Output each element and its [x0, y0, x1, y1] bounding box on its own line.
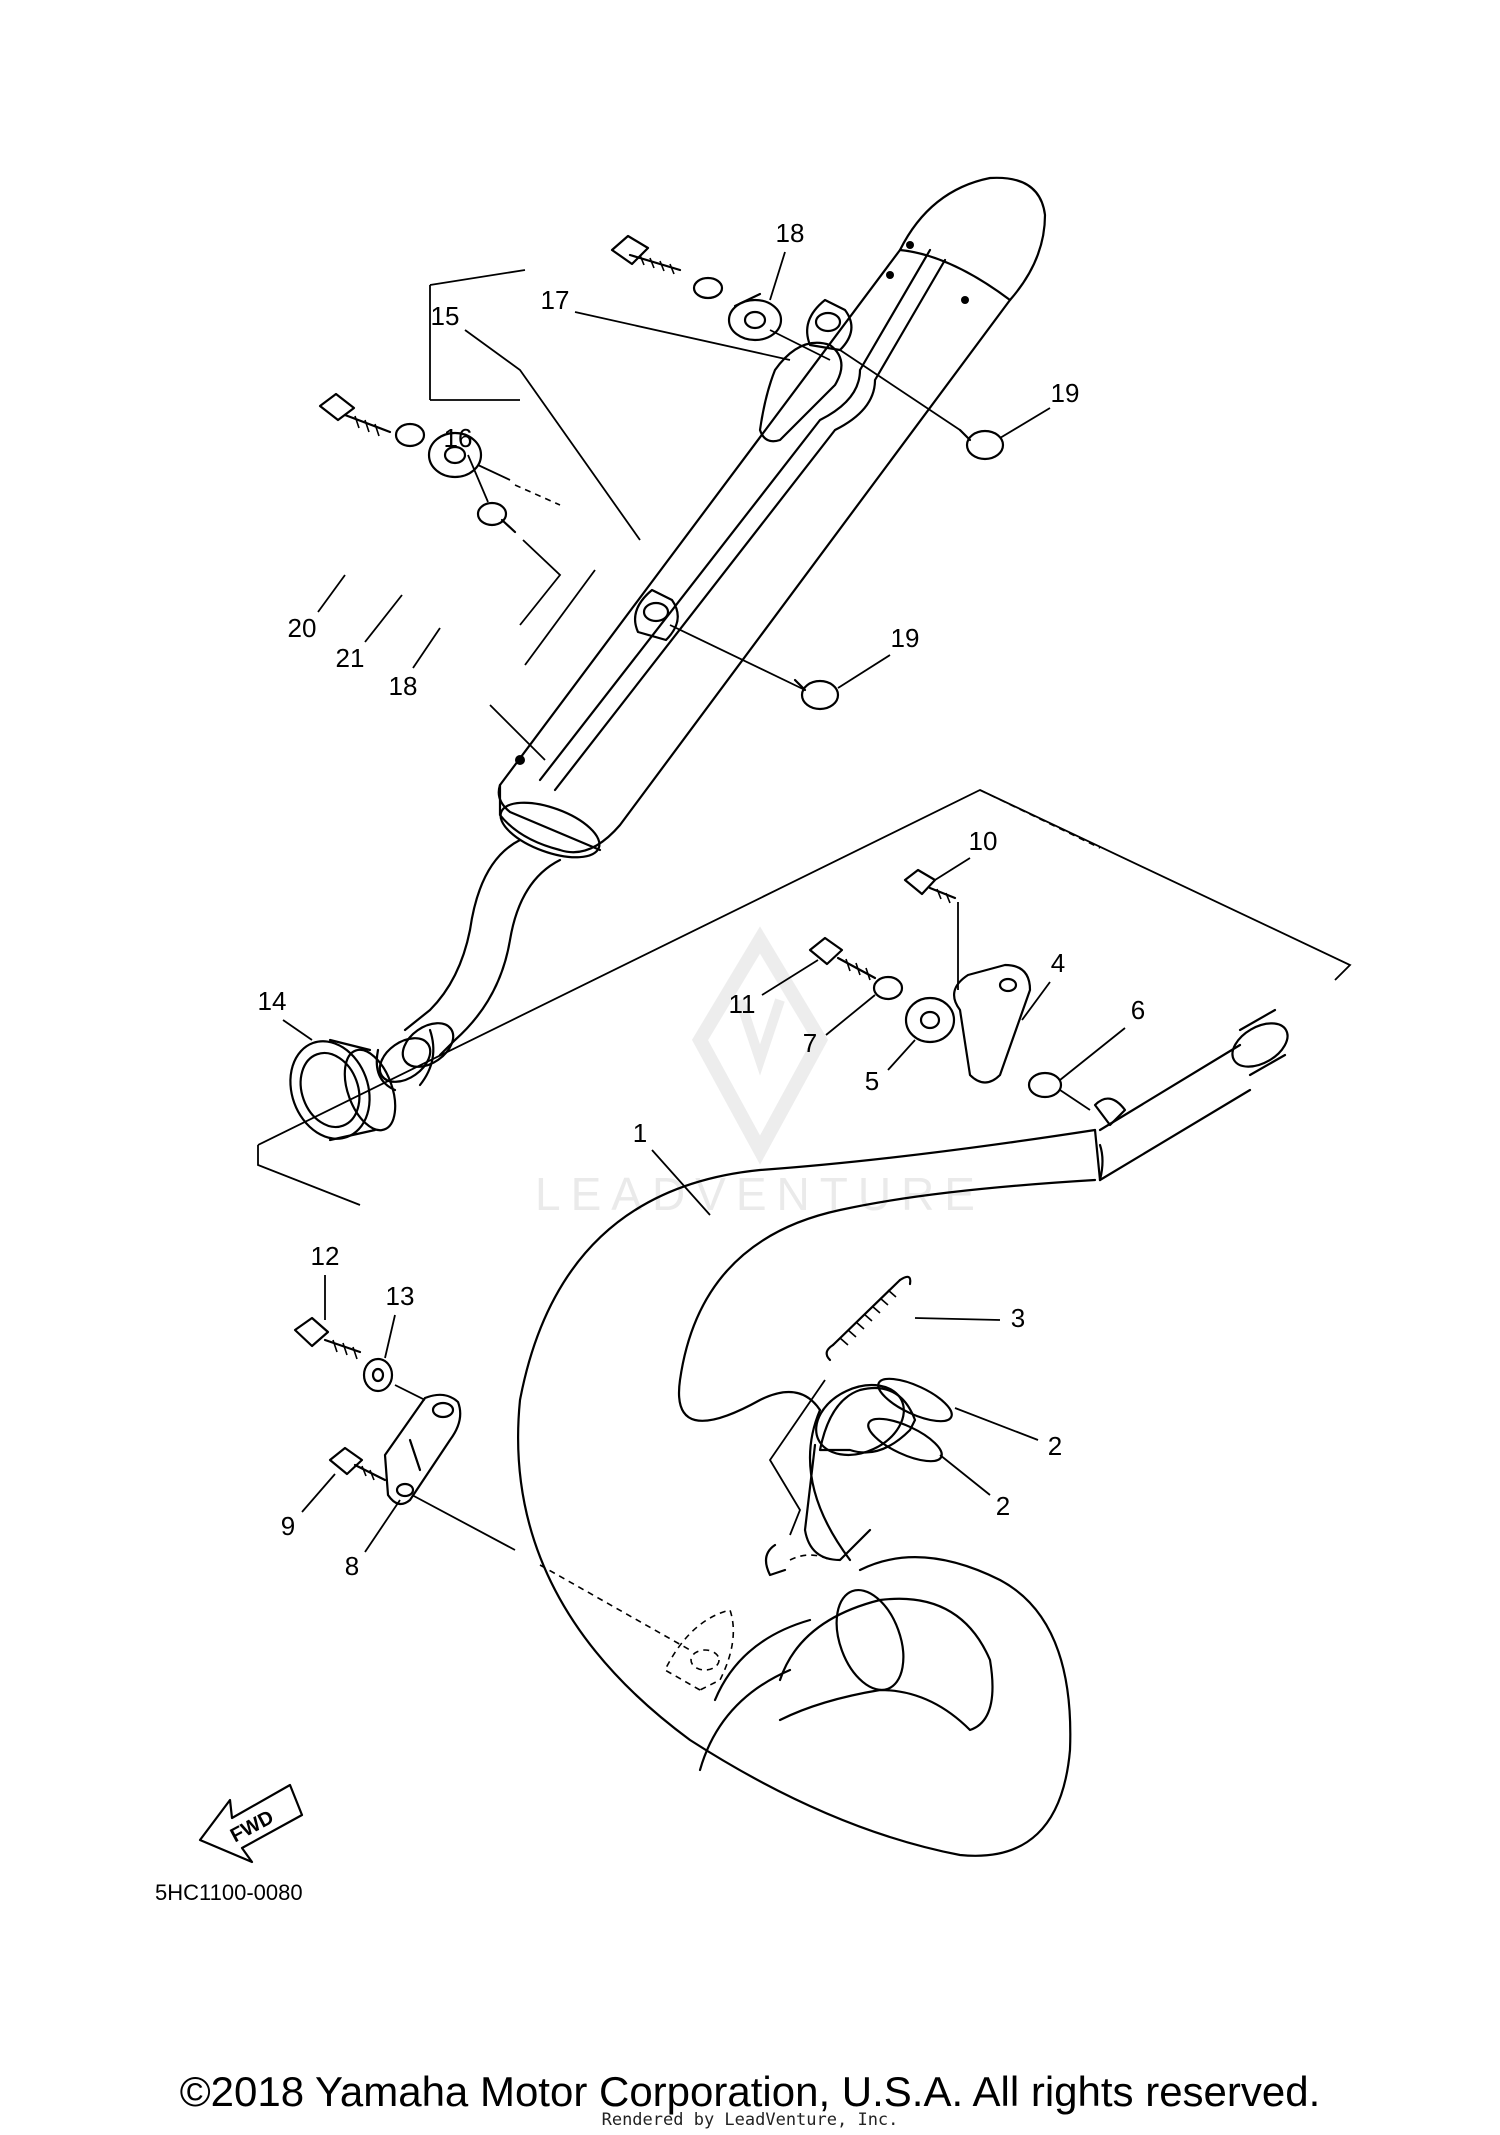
- callout-5: 5: [865, 1066, 879, 1096]
- silencer-part-15[interactable]: [494, 176, 1047, 869]
- callout-12: 12: [311, 1241, 340, 1271]
- silencer-inlet-pipe: [375, 838, 562, 1092]
- callout-15: 15: [431, 301, 460, 331]
- callout-4: 4: [1051, 948, 1065, 978]
- rendered-by-text: Rendered by LeadVenture, Inc.: [601, 2110, 899, 2130]
- gasket-part-2-b[interactable]: [863, 1410, 947, 1469]
- bolt-part-11[interactable]: [808, 936, 877, 981]
- callout-3: 3: [1011, 1303, 1025, 1333]
- washer-part-21[interactable]: [394, 422, 426, 448]
- collar-part-19-mid[interactable]: [793, 678, 840, 711]
- assembly-lines-bracket: [394, 1384, 516, 1551]
- callout-10: 10: [969, 826, 998, 856]
- bracket-part-4[interactable]: [952, 963, 1032, 1084]
- washer-part-13[interactable]: [362, 1357, 394, 1393]
- assembly-lines-top: [477, 329, 961, 761]
- exhaust-pipe-part-1[interactable]: [516, 1008, 1295, 1857]
- callout-21: 21: [336, 643, 365, 673]
- callout-8: 8: [345, 1551, 359, 1581]
- callout-13: 13: [386, 1281, 415, 1311]
- callout-2-b: 2: [996, 1491, 1010, 1521]
- label-part-17[interactable]: [758, 341, 843, 443]
- collar-part-6[interactable]: [1027, 1071, 1127, 1127]
- collar-part-19-top[interactable]: [958, 428, 1005, 461]
- damper-part-18-top[interactable]: [727, 292, 783, 342]
- callout-14: 14: [258, 986, 287, 1016]
- callout-1: 1: [633, 1118, 647, 1148]
- bolt-part-12[interactable]: [293, 1316, 362, 1360]
- leadventure-watermark: LEADVENTURE: [535, 926, 985, 1220]
- callout-6: 6: [1131, 995, 1145, 1025]
- callout-18-lower: 18: [389, 671, 418, 701]
- copyright-notice: ©2018 Yamaha Motor Corporation, U.S.A. A…: [179, 2068, 1321, 2115]
- callout-20: 20: [288, 613, 317, 643]
- callout-7: 7: [803, 1028, 817, 1058]
- callout-17: 17: [541, 285, 570, 315]
- fwd-arrow-icon: FWD: [198, 1783, 304, 1864]
- fwd-label: FWD: [227, 1806, 278, 1847]
- callouts: 18 19 17 15 16 20 21 18 19 10 4 6: [258, 218, 1146, 1581]
- bracket-part-8[interactable]: [383, 1393, 462, 1506]
- washer-part-7[interactable]: [872, 975, 904, 1001]
- callout-16: 16: [444, 423, 473, 453]
- damper-part-18-lower[interactable]: [427, 431, 483, 479]
- callout-11: 11: [729, 989, 756, 1019]
- callout-18-top: 18: [776, 218, 805, 248]
- bolt-part-10[interactable]: [903, 868, 959, 990]
- silencer-group-bracket: [429, 269, 526, 401]
- callout-19-mid: 19: [891, 623, 920, 653]
- watermark-text: LEADVENTURE: [535, 1168, 985, 1220]
- damper-part-5[interactable]: [904, 996, 956, 1044]
- bolt-part-9[interactable]: [328, 1446, 387, 1482]
- assembly-frame: [257, 789, 1352, 1206]
- bolt-top: [610, 234, 724, 300]
- screw-part-16[interactable]: [476, 501, 517, 534]
- gasket-part-2-a[interactable]: [873, 1370, 957, 1429]
- callout-2-a: 2: [1048, 1431, 1062, 1461]
- gasket-part-14[interactable]: [277, 1030, 405, 1150]
- callout-9: 9: [281, 1511, 295, 1541]
- bolt-part-20[interactable]: [318, 392, 392, 437]
- spring-part-3[interactable]: [768, 1275, 1001, 1536]
- callout-19-top: 19: [1051, 378, 1080, 408]
- diagram-code: 5HC1100-0080: [155, 1880, 303, 1905]
